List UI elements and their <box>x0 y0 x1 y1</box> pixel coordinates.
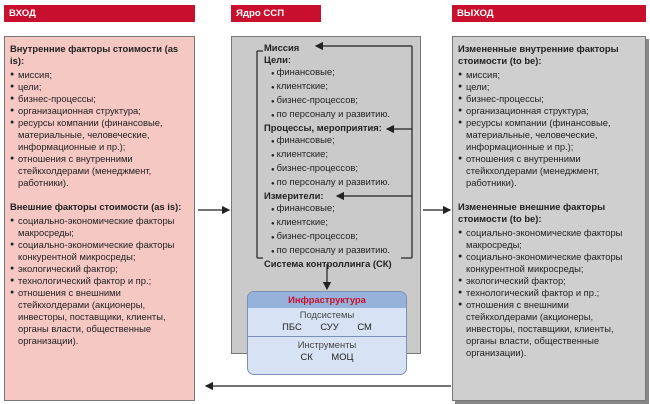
core-header: Ядро ССП <box>231 5 321 22</box>
list-item: миссия; <box>10 69 189 81</box>
list-item: бизнес-процессы; <box>458 93 640 105</box>
infrastructure-box: Инфраструктура Подсистемы ПБС СУУ СМ Инс… <box>247 291 407 375</box>
output-internal-list: миссия; цели; бизнес-процессы; организац… <box>458 69 640 189</box>
goals-label: Цели: <box>264 54 292 65</box>
input-header: ВХОД <box>4 5 195 22</box>
output-header: ВЫХОД <box>452 5 646 22</box>
control-label: Система контроллинга (СК) <box>264 258 392 269</box>
list-item: клиентские; <box>264 216 414 230</box>
subsystems-row: ПБС СУУ СМ <box>248 321 406 333</box>
list-item: отношения с внешними стейкхолдерами (акц… <box>10 287 189 347</box>
core-content: Миссия Цели: финансовые; клиентские; биз… <box>264 42 414 270</box>
list-item: организационная структура; <box>10 105 189 117</box>
infrastructure-title: Инфраструктура <box>248 292 406 308</box>
list-item: экологический фактор; <box>10 263 189 275</box>
list-item: отношения с внешними стейкхолдерами (акц… <box>458 299 640 359</box>
subsystem-item: СУУ <box>320 321 339 332</box>
output-panel: Измененные внутренние факторы стоимости … <box>452 36 646 401</box>
output-external-list: социально-экономические факторы макросре… <box>458 227 640 359</box>
subsystems-label: Подсистемы <box>299 309 355 320</box>
input-internal-title: Внутренние факторы стоимости (as is): <box>10 43 179 66</box>
input-external-title: Внешние факторы стоимости (as is): <box>10 201 182 212</box>
list-item: по персоналу и развитию. <box>264 244 414 258</box>
list-item: финансовые; <box>264 134 414 148</box>
core-left-loop <box>256 50 263 259</box>
tool-item: МОЦ <box>331 351 354 362</box>
list-item: клиентские; <box>264 148 414 162</box>
list-item: ресурсы компании (финансовые, материальн… <box>10 117 189 153</box>
tools-row: СК МОЦ <box>248 351 406 363</box>
list-item: цели; <box>458 81 640 93</box>
list-item: бизнес-процессы; <box>10 93 189 105</box>
output-external-title: Измененные внешние факторы стоимости (to… <box>458 201 606 224</box>
list-item: клиентские; <box>264 80 414 94</box>
metrics-label: Измерители: <box>264 190 324 201</box>
list-item: технологический фактор и пр.; <box>10 275 189 287</box>
list-item: технологический фактор и пр.; <box>458 287 640 299</box>
list-item: по персоналу и развитию. <box>264 108 414 122</box>
list-item: цели; <box>10 81 189 93</box>
tool-item: СК <box>300 351 313 362</box>
list-item: бизнес-процессов; <box>264 94 414 108</box>
list-item: ресурсы компании (финансовые, материальн… <box>458 117 640 153</box>
core-right-loop <box>314 41 413 259</box>
output-internal-title: Измененные внутренние факторы стоимости … <box>458 43 619 66</box>
list-item: социально-экономические факторы макросре… <box>458 227 640 251</box>
processes-label: Процессы, мероприятия: <box>264 122 382 133</box>
list-item: отношения с внутренними стейкхолдерами (… <box>10 153 189 189</box>
input-external-list: социально-экономические факторы макросре… <box>10 215 189 347</box>
list-item: экологический фактор; <box>458 275 640 287</box>
mission-label: Миссия <box>264 42 300 53</box>
list-item: социально-экономические факторы конкурен… <box>458 251 640 275</box>
list-item: бизнес-процессов; <box>264 230 414 244</box>
tools-label: Инструменты <box>297 339 357 350</box>
list-item: бизнес-процессов; <box>264 162 414 176</box>
list-item: организационная структура; <box>458 105 640 117</box>
list-item: социально-экономические факторы макросре… <box>10 215 189 239</box>
list-item: социально-экономические факторы конкурен… <box>10 239 189 263</box>
list-item: отношения с внутренними стейкхолдерами (… <box>458 153 640 189</box>
subsystem-item: СМ <box>357 321 372 332</box>
subsystem-item: ПБС <box>282 321 302 332</box>
input-internal-list: миссия; цели; бизнес-процессы; организац… <box>10 69 189 189</box>
input-panel: Внутренние факторы стоимости (as is): ми… <box>4 36 195 401</box>
list-item: по персоналу и развитию. <box>264 176 414 190</box>
list-item: миссия; <box>458 69 640 81</box>
list-item: финансовые; <box>264 66 414 80</box>
list-item: финансовые; <box>264 202 414 216</box>
